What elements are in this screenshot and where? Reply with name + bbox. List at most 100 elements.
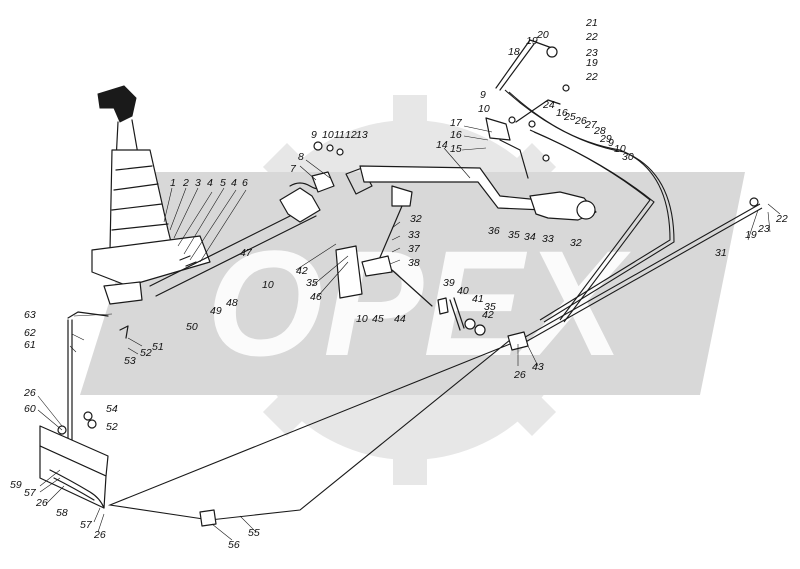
watermark-text: OPEX (207, 219, 632, 387)
opex-watermark: OPEX (80, 95, 745, 485)
callout-31: 31 (715, 247, 727, 259)
callout-8: 8 (298, 151, 304, 163)
control-unit (39, 419, 109, 509)
callout-61: 61 (24, 339, 36, 351)
callout-12: 12 (345, 129, 357, 141)
lever-base-plate (91, 235, 211, 287)
callout-6: 6 (242, 177, 248, 189)
callout-9a: 9 (311, 129, 317, 141)
callout-63: 63 (24, 309, 36, 321)
leader-lines (37, 125, 781, 541)
callout-52a: 52 (140, 347, 152, 359)
callout-22b: 22 (585, 71, 598, 83)
callout-1: 1 (170, 177, 176, 189)
callout-4b: 4 (231, 177, 237, 189)
callout-38: 38 (408, 257, 420, 269)
small-hardware (83, 84, 759, 421)
watermark-banner (80, 172, 745, 395)
callout-17: 17 (450, 117, 463, 129)
callout-43: 43 (532, 361, 544, 373)
callout-54: 54 (106, 403, 118, 415)
callout-50: 50 (186, 321, 198, 333)
callout-57a: 57 (24, 487, 37, 499)
callout-55: 55 (248, 527, 260, 539)
callout-48: 48 (226, 297, 238, 309)
shift-bracket (335, 245, 363, 299)
callout-53: 53 (124, 355, 136, 367)
callout-47: 47 (240, 247, 253, 259)
callout-10a: 10 (322, 129, 334, 141)
callout-36: 36 (488, 225, 500, 237)
callout-15: 15 (450, 143, 462, 155)
callout-13: 13 (356, 129, 368, 141)
callout-4: 4 (207, 177, 213, 189)
callout-5: 5 (220, 177, 226, 189)
callout-56: 56 (228, 539, 240, 551)
callout-29: 29 (599, 133, 612, 145)
callout-39: 39 (443, 277, 455, 289)
callout-10c: 10 (614, 143, 626, 155)
callout-23a: 23 (585, 47, 598, 59)
callout-2: 2 (182, 177, 189, 189)
callout-30: 30 (622, 151, 634, 163)
callout-35a: 35 (508, 229, 520, 241)
shaft-coupling (279, 187, 321, 223)
callout-42b: 42 (482, 309, 494, 321)
callout-26e: 26 (93, 529, 106, 541)
callout-37: 37 (408, 243, 421, 255)
callout-19a: 19 (526, 35, 538, 47)
part-callouts: 1 2 3 4 5 4 6 7 8 9 10 11 12 13 14 15 16… (10, 17, 788, 551)
callout-9c: 9 (608, 137, 614, 149)
callout-20: 20 (536, 29, 549, 41)
pivot-bracket (485, 117, 511, 141)
callout-19b: 19 (586, 57, 598, 69)
callout-3: 3 (195, 177, 201, 189)
callout-35b: 35 (306, 277, 318, 289)
callout-42a: 42 (296, 265, 308, 277)
callout-10d: 10 (356, 313, 368, 325)
callout-33b: 33 (542, 233, 554, 245)
callout-19c: 19 (745, 229, 757, 241)
callout-57b: 57 (80, 519, 93, 531)
callout-18: 18 (508, 46, 520, 58)
callout-26b: 26 (513, 369, 526, 381)
callout-22c: 22 (775, 213, 788, 225)
callout-35c: 35 (484, 301, 496, 313)
callout-32b: 32 (570, 237, 582, 249)
callout-28: 28 (593, 125, 606, 137)
callout-16: 16 (450, 129, 462, 141)
lever-bracket (103, 281, 143, 305)
callout-59: 59 (10, 479, 22, 491)
callout-25: 25 (563, 111, 576, 123)
callout-14: 14 (436, 139, 448, 151)
callout-7: 7 (290, 163, 297, 175)
callout-45: 45 (372, 313, 384, 325)
callout-22a: 22 (585, 31, 598, 43)
callout-26c: 26 (23, 387, 36, 399)
transmission-linkage (485, 39, 597, 221)
shift-lever-arm (361, 255, 393, 277)
callout-23b: 23 (757, 223, 770, 235)
callout-32a: 32 (410, 213, 422, 225)
callout-49: 49 (210, 305, 222, 317)
callout-51: 51 (152, 341, 164, 353)
callout-58: 58 (56, 507, 68, 519)
callout-11: 11 (334, 129, 345, 141)
gear-lever (91, 85, 211, 305)
callout-60: 60 (24, 403, 36, 415)
callout-52b: 52 (106, 421, 118, 433)
callout-41: 41 (472, 293, 484, 305)
callout-33a: 33 (408, 229, 420, 241)
callout-10b: 10 (478, 103, 490, 115)
callout-21: 21 (585, 17, 598, 29)
callout-9b: 9 (480, 89, 486, 101)
callout-40: 40 (457, 285, 469, 297)
callout-16b: 16 (556, 107, 568, 119)
callout-10e: 10 (262, 279, 274, 291)
lever-knob (97, 85, 137, 123)
control-cables (67, 89, 763, 527)
callout-44: 44 (394, 313, 406, 325)
callout-34: 34 (524, 231, 536, 243)
